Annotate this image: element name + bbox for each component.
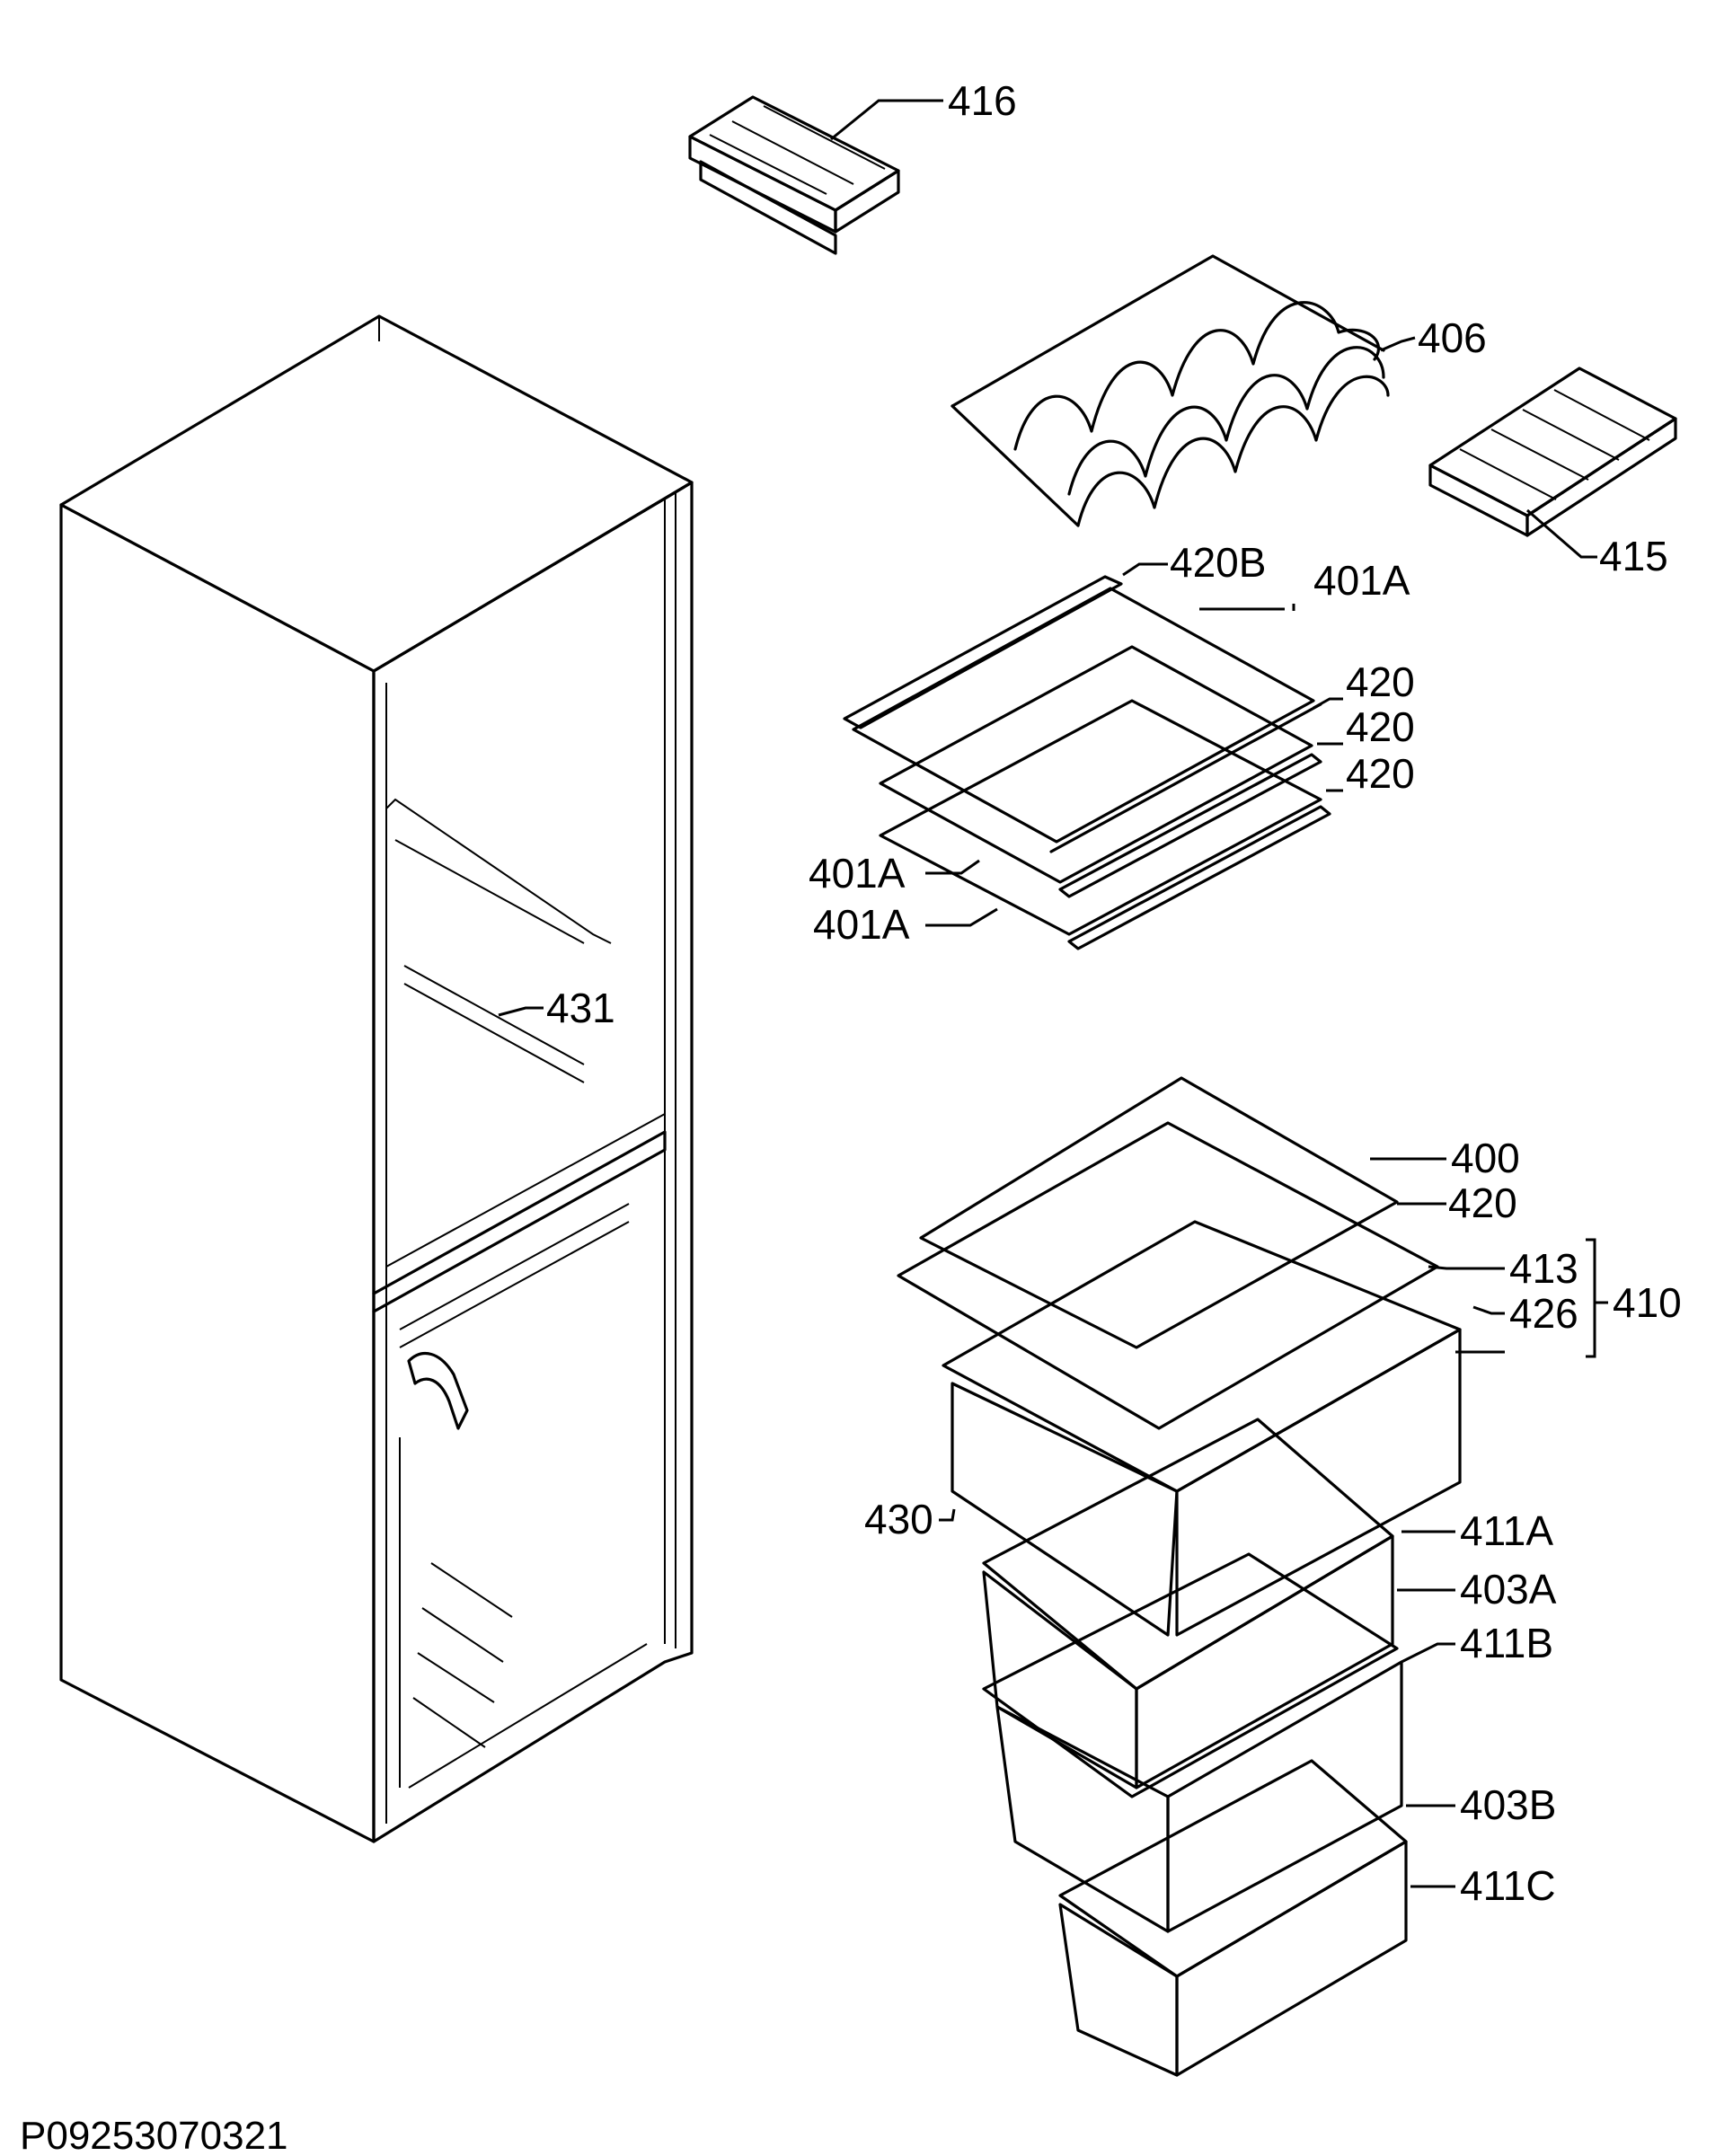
callout-401a-2: 401A	[809, 850, 906, 897]
ice-cube-tray	[688, 95, 900, 255]
callout-403b: 403B	[1460, 1781, 1556, 1828]
callout-420-4: 420	[1448, 1180, 1517, 1226]
callout-401a-top: 401A	[1313, 557, 1410, 604]
callouts: 416 406 415 420B 401A 420 420 420 401A 4…	[546, 77, 1682, 1909]
callout-430: 430	[864, 1496, 933, 1542]
air-filter	[1428, 367, 1677, 537]
callout-406: 406	[1418, 314, 1487, 361]
callout-420-1: 420	[1346, 658, 1415, 705]
callout-403a: 403A	[1460, 1566, 1557, 1613]
glass-shelf-stack	[843, 575, 1331, 950]
callout-420-3: 420	[1346, 750, 1415, 797]
callout-400: 400	[1451, 1135, 1520, 1181]
callout-413: 413	[1509, 1245, 1578, 1292]
callout-431: 431	[546, 985, 615, 1031]
drawer-assembly	[897, 1076, 1462, 2077]
callout-401a-3: 401A	[813, 901, 910, 948]
callout-411a: 411A	[1460, 1507, 1553, 1554]
callout-420b: 420B	[1170, 539, 1266, 586]
callout-410: 410	[1613, 1279, 1682, 1326]
bottle-rack	[950, 254, 1390, 527]
callout-415: 415	[1599, 533, 1668, 579]
callout-411c: 411C	[1460, 1862, 1556, 1909]
leader-lines	[498, 99, 1608, 1888]
callout-420-2: 420	[1346, 703, 1415, 750]
callout-411b: 411B	[1460, 1620, 1553, 1666]
drawing-code: P09253070321	[20, 2114, 288, 2156]
fridge-cabinet	[59, 314, 694, 1843]
callout-426: 426	[1509, 1290, 1578, 1337]
callout-416: 416	[948, 77, 1017, 124]
